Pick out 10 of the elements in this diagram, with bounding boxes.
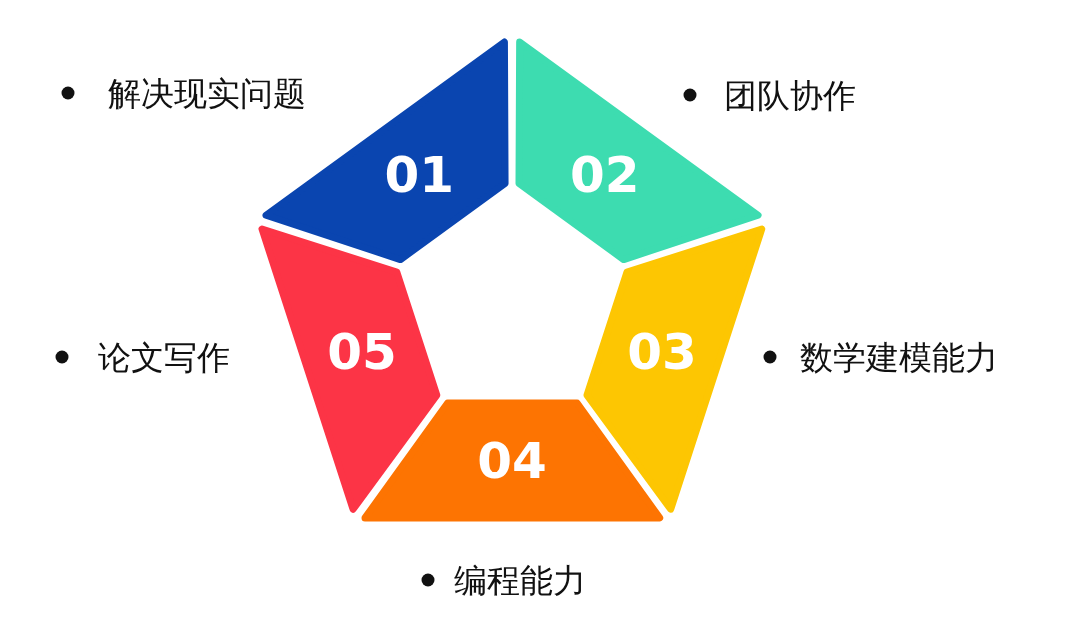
- item-label: 数学建模能力: [800, 340, 998, 374]
- segment-number: 03: [627, 326, 697, 377]
- item-label: 编程能力: [454, 563, 586, 597]
- segment-number: 05: [327, 326, 397, 377]
- item-label: 论文写作: [98, 340, 230, 374]
- segment-number: 02: [569, 150, 640, 201]
- item-label: 团队协作: [724, 78, 856, 112]
- item-label: 解决现实问题: [108, 76, 306, 110]
- segment-number: 04: [477, 435, 547, 486]
- segment-number: 01: [384, 150, 455, 201]
